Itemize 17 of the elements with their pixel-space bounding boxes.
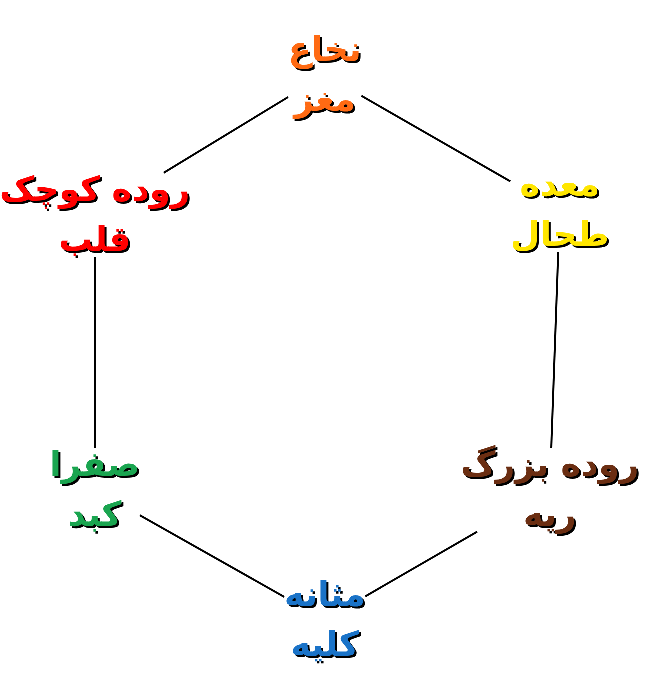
organ-label: صفرا — [50, 448, 140, 482]
hexagon-side — [140, 514, 285, 598]
organ-label: نخاع — [288, 33, 362, 67]
organ-label: ریه — [524, 498, 576, 532]
hexagon-side — [163, 96, 289, 174]
hexagon-side — [361, 95, 512, 182]
organ-label: روده کوچک — [0, 173, 190, 207]
organ-label: طحال — [510, 218, 610, 252]
organ-label: کبد — [68, 498, 122, 532]
organ-label: مثانه — [284, 578, 366, 612]
organ-label: معده — [520, 168, 600, 202]
organ-label: مغز — [294, 83, 356, 117]
hexagon-side — [94, 257, 96, 448]
hexagon-side — [365, 531, 478, 598]
organ-label: قلب — [58, 223, 132, 257]
hexagon-side — [550, 252, 560, 448]
organ-label: کلیه — [290, 628, 360, 662]
